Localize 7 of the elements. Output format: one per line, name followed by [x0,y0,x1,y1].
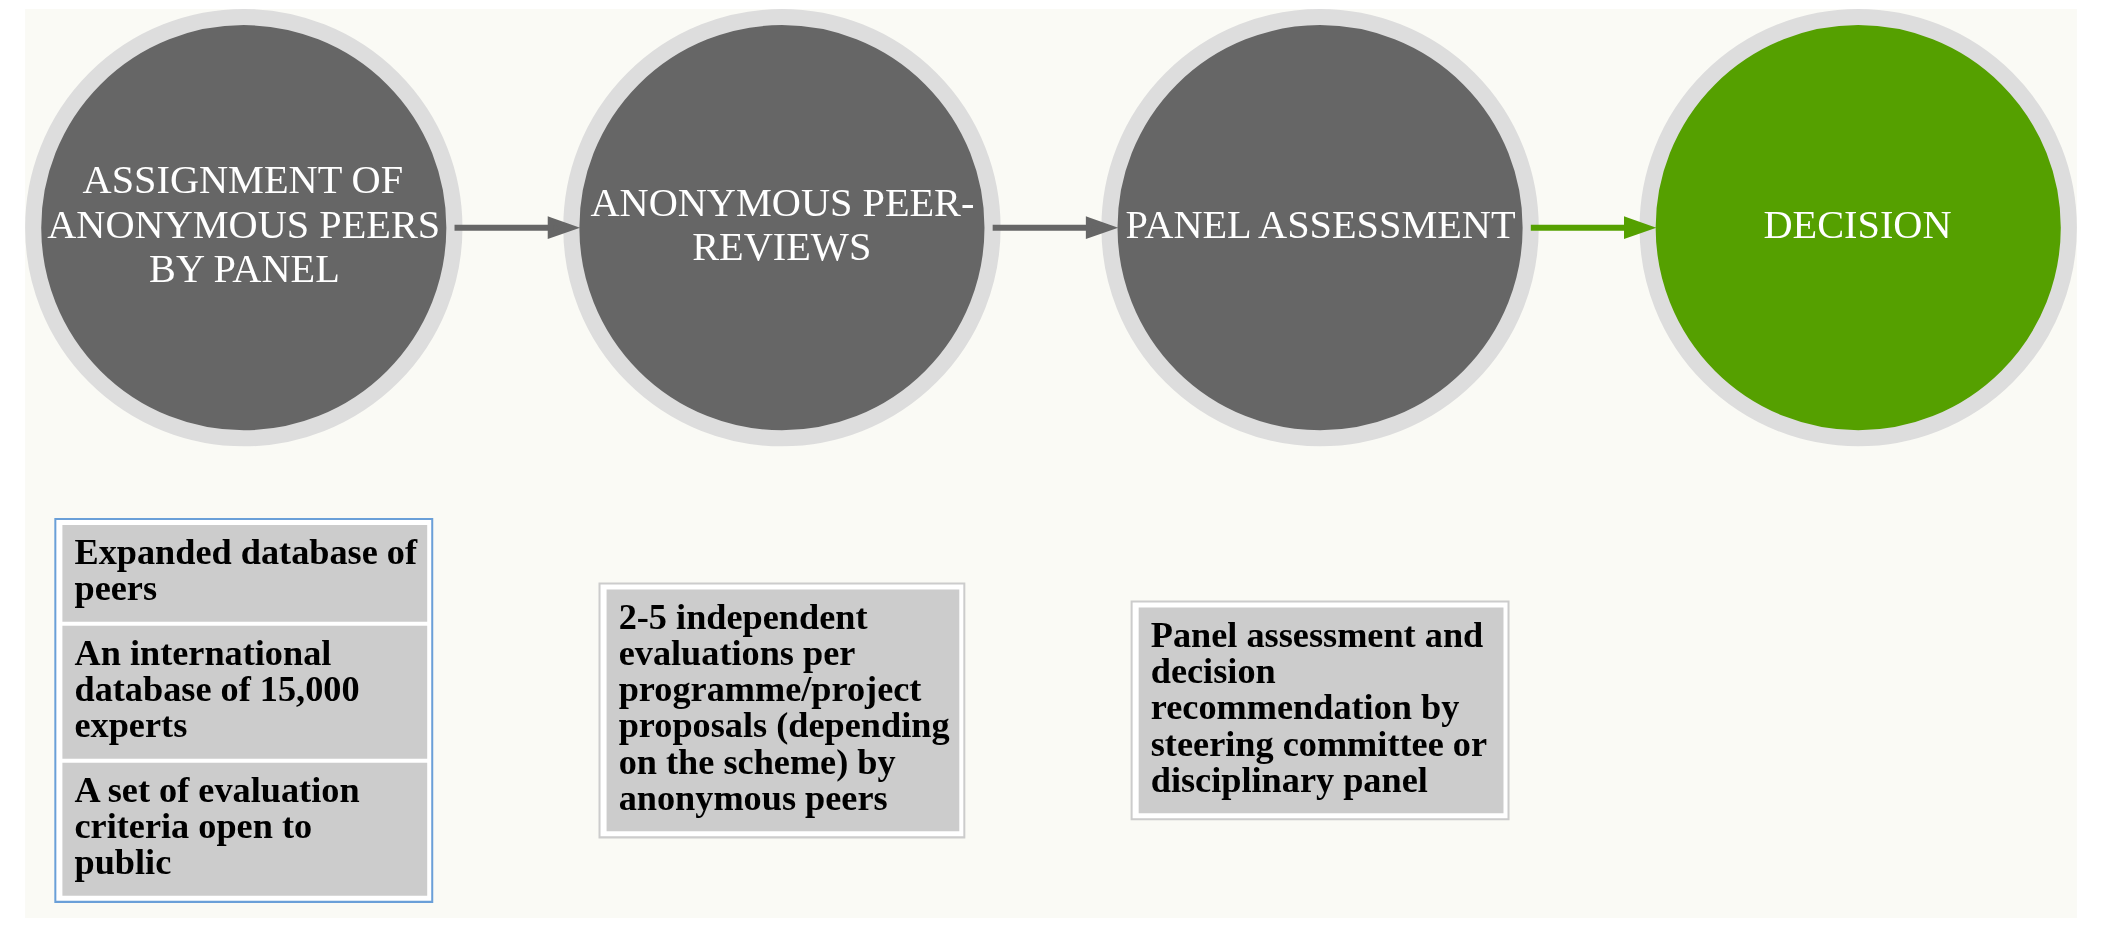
arrow [454,215,581,239]
arrow [1530,215,1657,239]
arrow [992,215,1119,239]
node-circle: ASSIGNMENT OF ANONYMOUS PEERS BY PANEL [25,8,463,446]
node-circle: ANONYMOUS PEER-REVIEWS [563,8,1001,446]
node-circle: DECISION [1639,8,2077,446]
node-circle: PANEL ASSESSMENT [1101,8,1539,446]
